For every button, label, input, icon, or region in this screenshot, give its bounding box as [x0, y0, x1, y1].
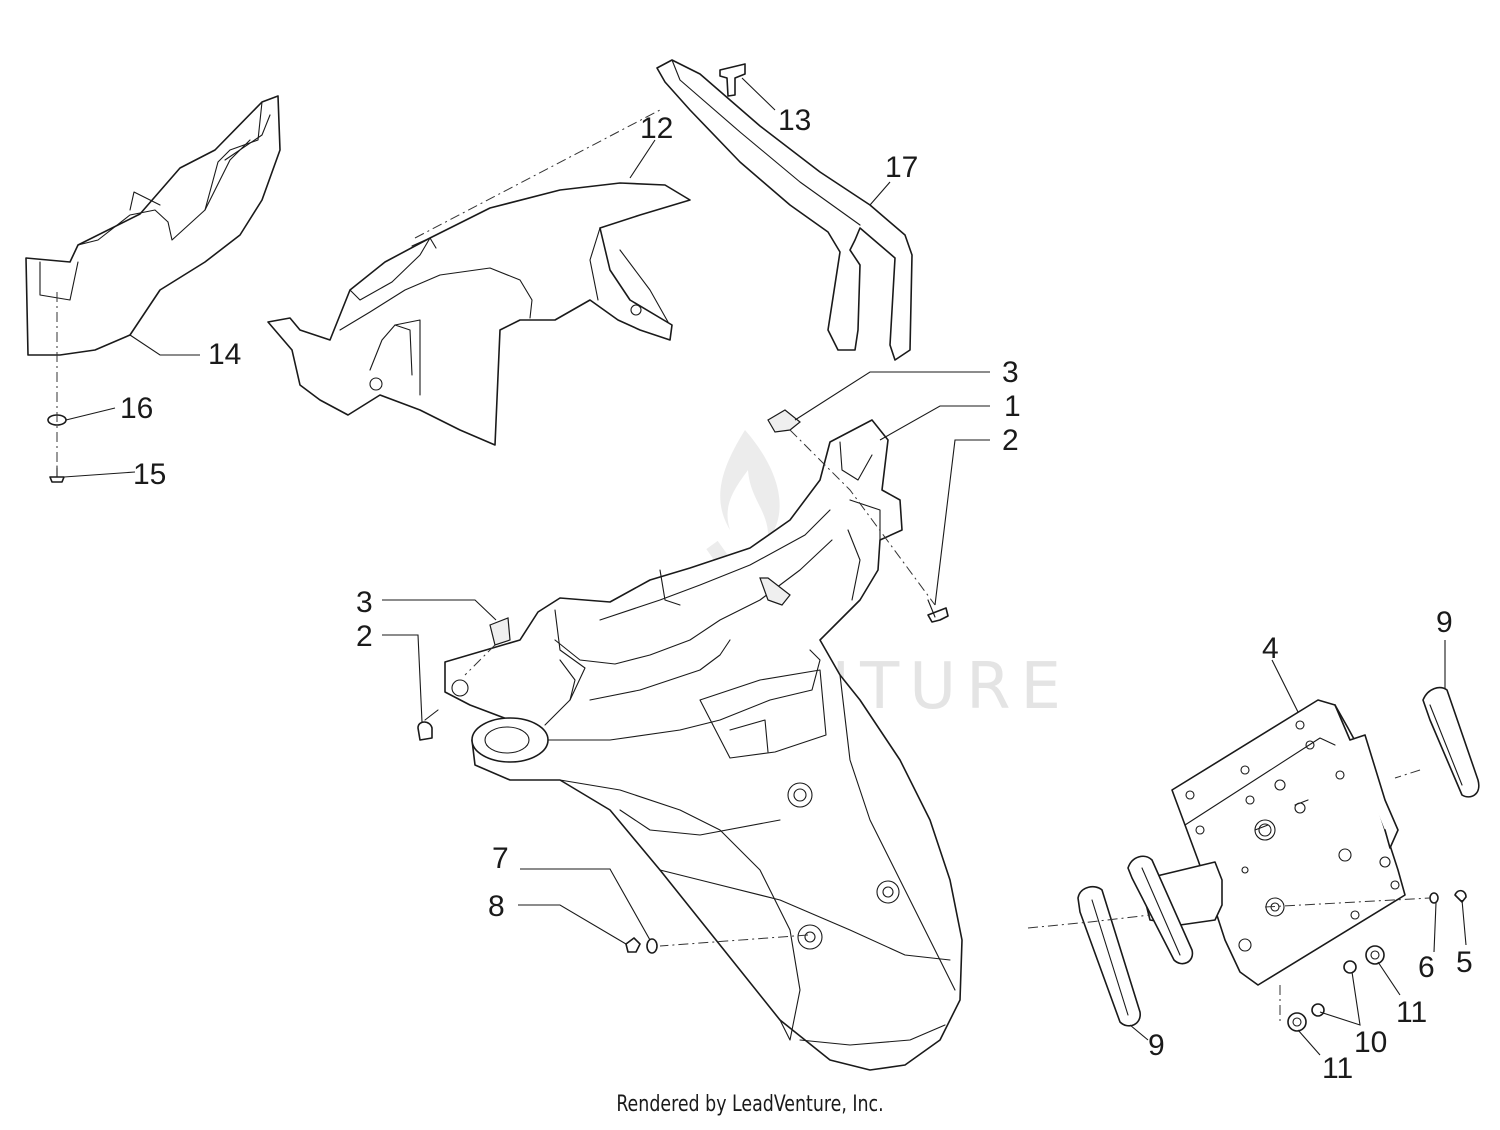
- callout-9-lower: 9: [1148, 1029, 1165, 1062]
- part-13-screw[interactable]: [719, 63, 746, 97]
- part-17-trim-strip[interactable]: [656, 59, 913, 361]
- part-5-screw[interactable]: [1454, 889, 1467, 903]
- part-14-side-cover[interactable]: [25, 95, 281, 356]
- part-2-screw-upper[interactable]: [927, 599, 949, 623]
- callout-7: 7: [492, 842, 509, 875]
- part-15-screw[interactable]: [49, 465, 65, 483]
- part-9-reflector-upper[interactable]: [1422, 686, 1480, 798]
- callout-2-lower: 2: [356, 620, 373, 653]
- part-10-nut-upper[interactable]: [1343, 960, 1357, 974]
- callout-15: 15: [133, 458, 166, 491]
- callout-17: 17: [885, 151, 918, 184]
- part-3-clip-upper[interactable]: [767, 409, 801, 433]
- assembly-lines: [56, 109, 1431, 1025]
- callout-12: 12: [640, 112, 673, 145]
- part-2-screw-lower[interactable]: [417, 709, 439, 741]
- callout-1: 1: [1004, 390, 1021, 423]
- leader-lines: [63, 77, 1467, 1056]
- part-8-nut[interactable]: [625, 937, 641, 953]
- callout-5: 5: [1456, 946, 1473, 979]
- callout-labels: 13 12 17 14 16 15 3 1 2 3 2 9 4 7 8 6 5 …: [120, 104, 1473, 1085]
- part-11-grommet-lower[interactable]: [1287, 1012, 1307, 1032]
- part-7-washer[interactable]: [646, 938, 658, 954]
- callout-2-upper: 2: [1002, 424, 1019, 457]
- part-12-inner-mudguard[interactable]: [267, 182, 691, 446]
- callout-13: 13: [778, 104, 811, 137]
- callout-4: 4: [1262, 632, 1279, 665]
- callout-10: 10: [1354, 1026, 1387, 1059]
- callout-11-lower: 11: [1322, 1052, 1353, 1085]
- callout-8: 8: [488, 890, 505, 923]
- callout-11-upper: 11: [1396, 996, 1427, 1029]
- part-9-reflector-lower[interactable]: [1077, 885, 1141, 1027]
- callout-3-lower: 3: [356, 586, 373, 619]
- part-10-nut-lower[interactable]: [1311, 1003, 1325, 1017]
- part-6-washer[interactable]: [1429, 892, 1439, 904]
- reflector-bracket[interactable]: [1127, 855, 1194, 965]
- callout-6: 6: [1418, 951, 1435, 984]
- part-11-grommet-upper[interactable]: [1365, 945, 1385, 965]
- footer-credit: Rendered by LeadVenture, Inc.: [616, 1092, 884, 1117]
- part-1-rear-fender-assembly[interactable]: [444, 419, 963, 1071]
- callout-14: 14: [208, 338, 241, 371]
- callout-3-upper: 3: [1002, 356, 1019, 389]
- callout-16: 16: [120, 392, 153, 425]
- part-3-clip-lower[interactable]: [489, 617, 511, 646]
- callout-9-upper: 9: [1436, 606, 1453, 639]
